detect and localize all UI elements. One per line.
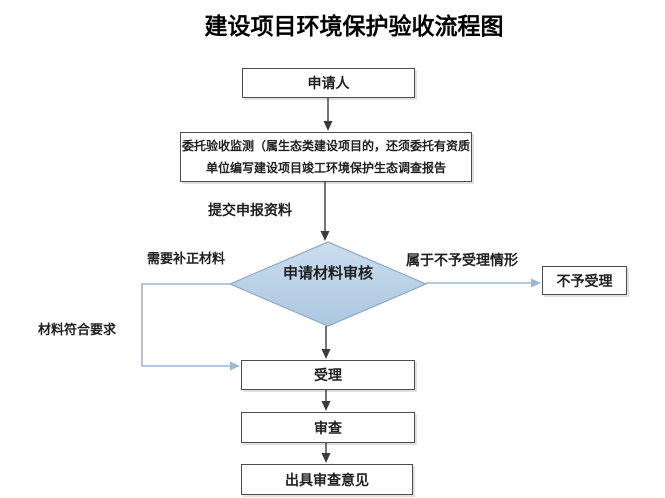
node-material-review-label: 申请材料审核 xyxy=(282,265,374,282)
blue-branch-lines xyxy=(141,282,532,367)
node-not-accepted-label: 不予受理 xyxy=(556,272,613,289)
arrowhead-down-icon xyxy=(321,453,331,463)
arrowhead-down-icon xyxy=(321,401,331,411)
node-issue-opinion: 出具审查意见 xyxy=(241,464,413,495)
node-not-accepted: 不予受理 xyxy=(542,266,627,295)
decision-diamond-shape xyxy=(228,241,428,327)
node-entrust-line1: 委托验收监测（属生态类建设项目的，还须委托有资质 xyxy=(181,139,470,153)
arrowhead-down-icon xyxy=(320,231,330,241)
page-title: 建设项目环境保护验收流程图 xyxy=(204,13,504,39)
node-entrust-line2: 单位编写建设项目竣工环境保护生态调查报告 xyxy=(205,161,446,175)
edge-decision-loop-to-accept xyxy=(141,283,230,367)
node-review-label: 审查 xyxy=(314,419,342,436)
edge-label-need-correction: 需要补正材料 xyxy=(147,251,226,266)
blue-arrowheads xyxy=(230,278,541,371)
dark-flow-lines xyxy=(324,98,329,455)
arrowhead-right-icon xyxy=(230,361,240,371)
node-accept-label: 受理 xyxy=(314,367,342,383)
arrowhead-down-icon xyxy=(321,349,331,359)
edge-label-materials-ok: 材料符合要求 xyxy=(38,322,117,337)
arrowhead-down-icon xyxy=(323,121,333,131)
arrowhead-right-icon xyxy=(531,278,541,288)
node-applicant: 申请人 xyxy=(242,68,415,98)
node-issue-opinion-label: 出具审查意见 xyxy=(285,471,369,488)
dark-arrowheads xyxy=(320,121,333,463)
node-review: 审查 xyxy=(241,412,415,443)
node-accept: 受理 xyxy=(241,360,415,390)
edge-label-submit-materials: 提交申报资料 xyxy=(208,202,292,218)
node-applicant-label: 申请人 xyxy=(307,75,350,91)
edge-label-not-accept-case: 属于不予受理情形 xyxy=(406,252,518,268)
node-entrust-monitoring: 委托验收监测（属生态类建设项目的，还须委托有资质 单位编写建设项目竣工环境保护生… xyxy=(180,132,472,182)
